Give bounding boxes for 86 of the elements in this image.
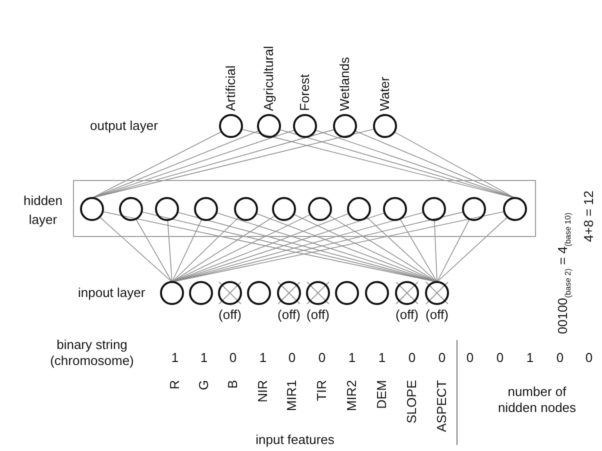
off-label: (off)	[276, 307, 302, 323]
bit-label: 0	[407, 350, 417, 366]
bit-label: 0	[317, 350, 327, 366]
class-label: Artificial	[223, 65, 239, 111]
bit-label: 0	[584, 350, 594, 366]
neuron-circle	[191, 194, 221, 224]
connection-line	[135, 218, 172, 282]
neuron-circle	[157, 278, 187, 308]
bit-label: 1	[199, 350, 209, 366]
connection-line	[172, 215, 276, 282]
connection-line	[366, 216, 438, 282]
crossed-neuron-circle	[303, 278, 333, 308]
neuron-circle	[305, 194, 335, 224]
text-label: input features	[254, 432, 336, 448]
connection-line	[99, 216, 172, 282]
class-label: Agricultural	[261, 46, 277, 111]
neuron-circle	[330, 111, 360, 141]
neuron-circle	[370, 111, 400, 141]
bit-label: 0	[287, 350, 297, 366]
connection-line	[434, 220, 438, 282]
connection-line	[354, 130, 516, 198]
feature-label: DEM	[374, 380, 390, 409]
bit-label: 1	[377, 350, 387, 366]
neuron-circle	[500, 194, 530, 224]
feature-label: SLOPE	[404, 380, 420, 424]
feature-label: R	[167, 380, 183, 390]
formula-label: 4+8 = 12	[581, 190, 597, 242]
neuron-circle	[459, 194, 489, 224]
off-label: (off)	[218, 307, 242, 323]
neuron-circle	[116, 194, 146, 224]
text-label: binary string (chromosome)	[49, 337, 135, 369]
layer-heading: hidden layer	[22, 192, 64, 229]
connection-line	[172, 216, 240, 282]
neuron-circle	[290, 111, 320, 141]
neuron-circle	[344, 194, 374, 224]
bit-label: 1	[347, 350, 357, 366]
neuron-circle	[254, 111, 284, 141]
neuron-circle	[244, 278, 274, 308]
connection-line	[167, 220, 172, 282]
bit-label: 1	[170, 350, 180, 366]
neuron-circle	[186, 278, 216, 308]
neuron-circle	[419, 194, 449, 224]
bit-label: 0	[555, 350, 565, 366]
off-label: (off)	[306, 307, 330, 323]
connection-line	[436, 218, 470, 282]
off-label: (off)	[394, 307, 420, 323]
feature-label: G	[196, 380, 212, 390]
neuron-circle	[231, 194, 261, 224]
neuron-circle	[332, 278, 362, 308]
feature-label: TIR	[314, 380, 330, 401]
connection-line	[328, 215, 438, 282]
crossed-neuron-circle	[422, 278, 452, 308]
neuron-circle	[269, 194, 299, 224]
feature-label: MIR2	[344, 380, 360, 412]
neuron-circle	[152, 194, 182, 224]
neuron-circle	[77, 194, 107, 224]
class-label: Wetlands	[337, 57, 353, 111]
connection-line	[436, 216, 508, 282]
text-label: output layer	[90, 118, 158, 134]
feature-label: MIR1	[284, 380, 300, 412]
connection-line	[172, 218, 202, 282]
feature-label: NIR	[255, 380, 271, 402]
connection-line	[92, 130, 296, 198]
text-label: inpout layer	[78, 285, 146, 301]
crossed-neuron-circle	[392, 278, 422, 308]
bit-label: 0	[495, 350, 505, 366]
class-label: Water	[377, 76, 393, 111]
off-label: (off)	[424, 307, 450, 323]
bit-label: 0	[228, 350, 238, 366]
crossed-neuron-circle	[274, 278, 304, 308]
connection-line	[394, 132, 516, 198]
bit-label: 0	[465, 350, 475, 366]
neuron-circle	[216, 111, 246, 141]
bit-label: 0	[437, 350, 447, 366]
feature-label: B	[225, 380, 241, 389]
neuron-circle	[362, 278, 392, 308]
connection-line	[400, 218, 438, 282]
connection-line	[92, 131, 222, 198]
neuron-circle	[380, 194, 410, 224]
connection-line	[92, 130, 260, 198]
bit-label: 1	[258, 350, 268, 366]
bit-label: 1	[525, 350, 535, 366]
text-label: number of nidden nodes	[496, 384, 578, 416]
feature-label: ASPECT	[434, 380, 450, 432]
crossed-neuron-circle	[215, 278, 245, 308]
class-label: Forest	[297, 74, 313, 111]
